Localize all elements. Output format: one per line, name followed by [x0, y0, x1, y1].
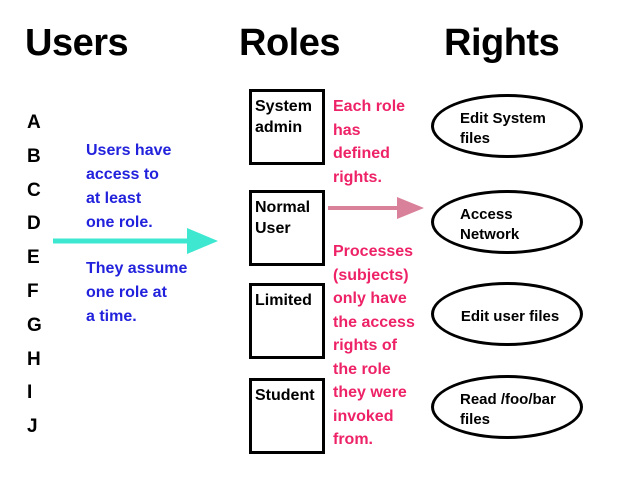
list-item: J	[27, 416, 38, 438]
arrow-right-icon	[53, 226, 218, 256]
list-item: A	[27, 112, 41, 133]
role-box-label: Student	[255, 387, 315, 404]
right-ellipse-label: Edit System files	[460, 110, 546, 147]
list-item: F	[27, 280, 39, 302]
right-ellipse-edit-system-files[interactable]: Edit System files	[431, 94, 583, 158]
annotation-each-role-has-defined-rights: Each role has defined rights.	[333, 98, 406, 186]
annotation-users-have-access: Users have access to at least one role.	[86, 142, 172, 231]
right-ellipse-read-foo-bar-files[interactable]: Read /foo/bar files	[431, 375, 583, 439]
right-ellipse-label: Read /foo/bar files	[460, 391, 556, 428]
column-heading-roles: Roles	[239, 22, 340, 64]
role-box-limited[interactable]: Limited	[249, 283, 325, 359]
role-box-label: Normal User	[255, 199, 311, 237]
list-item: G	[27, 314, 42, 336]
role-box-label: System admin	[255, 98, 312, 136]
list-item: I	[27, 382, 33, 404]
annotation-processes-subjects: Processes (subjects) only have the acces…	[333, 243, 415, 448]
right-ellipse-label: Edit user files	[460, 308, 560, 325]
column-heading-rights: Rights	[444, 22, 560, 64]
role-box-system-admin[interactable]: System admin	[249, 89, 325, 165]
role-box-normal-user[interactable]: Normal User	[249, 190, 325, 266]
column-heading-users: Users	[25, 22, 129, 64]
list-item: C	[27, 179, 41, 201]
list-item: B	[27, 145, 41, 167]
right-ellipse-edit-user-files[interactable]: Edit user files	[431, 282, 583, 346]
role-box-label: Limited	[255, 292, 312, 309]
list-item: H	[27, 348, 41, 370]
right-ellipse-access-network[interactable]: Access Network	[431, 190, 583, 254]
arrow-right-icon	[328, 196, 424, 220]
list-item: D	[27, 213, 41, 235]
right-ellipse-label: Access Network	[460, 206, 520, 243]
list-item: E	[27, 247, 40, 269]
users-list: A B C D E F G H I J	[27, 106, 67, 444]
role-box-student[interactable]: Student	[249, 378, 325, 454]
annotation-they-assume-one-role: They assume one role at a time.	[86, 260, 188, 325]
